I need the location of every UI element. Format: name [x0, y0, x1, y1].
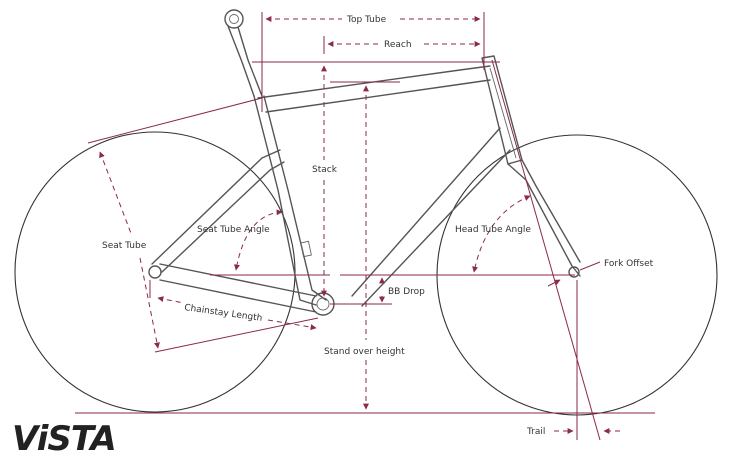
label-seat-tube-angle: Seat Tube Angle	[197, 225, 270, 235]
seat-stay	[151, 149, 281, 265]
top-tube	[257, 65, 491, 99]
down-tube	[351, 127, 501, 297]
label-fork-offset: Fork Offset	[604, 259, 654, 269]
label-chainstay-length: Chainstay Length	[184, 303, 263, 324]
rear-dropout	[148, 265, 162, 279]
rear-wheel	[14, 131, 296, 413]
label-bb-drop: BB Drop	[388, 287, 425, 297]
label-trail: Trail	[526, 427, 545, 437]
label-top-tube: Top Tube	[346, 15, 387, 25]
label-reach: Reach	[384, 40, 412, 50]
front-dropout	[568, 266, 580, 278]
fork	[507, 163, 581, 277]
geometry-measurements	[87, 12, 620, 441]
label-seat-tube: Seat Tube	[102, 241, 147, 251]
label-stack: Stack	[312, 165, 338, 175]
seat-tube	[253, 95, 317, 306]
saddle-clamp	[224, 9, 244, 29]
chainstay	[159, 263, 317, 297]
label-standover-height: Stand over height	[324, 347, 405, 357]
vista-logo: ViSTA	[12, 419, 116, 459]
bike-frame	[148, 9, 581, 316]
label-head-tube-angle: Head Tube Angle	[455, 225, 531, 235]
